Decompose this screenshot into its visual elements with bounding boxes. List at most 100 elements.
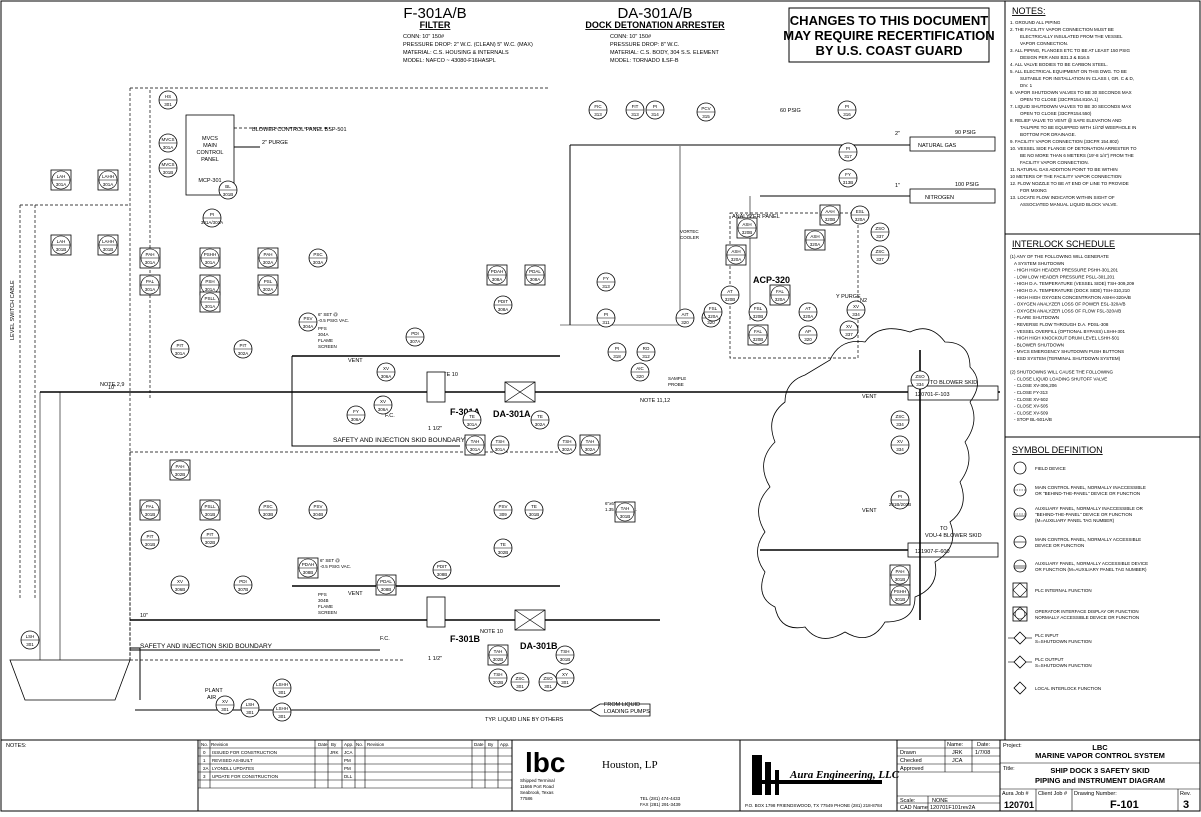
note-line: 5. ALL ELECTRICAL EQUIPMENT ON THIS DWG.… bbox=[1010, 69, 1127, 74]
instrument-tag: LSH bbox=[26, 634, 35, 639]
instrument-tag: XY bbox=[562, 672, 568, 677]
instrument-tag: XV bbox=[846, 324, 852, 329]
line-number: 120701-F-103 bbox=[915, 392, 950, 398]
instrument-tag: XV bbox=[380, 399, 386, 404]
instrument-tag: PI bbox=[615, 346, 619, 351]
instrument-tag: AT bbox=[805, 306, 811, 311]
instrument-tag: FY bbox=[603, 276, 609, 281]
note-line: SUITABLE FOR INSTALLATION IN CLASS I, GR… bbox=[1020, 76, 1134, 81]
instrument-number: 308A bbox=[530, 277, 541, 282]
instrument-number: 308B bbox=[303, 570, 314, 575]
set-label: -0.5 PSIG VAC. bbox=[318, 318, 349, 323]
skid-boundary-a bbox=[291, 356, 460, 447]
note-line: DESIGN PER ANSI B31.3 & B16.5 bbox=[1020, 55, 1090, 60]
instrument-tag: PSHH bbox=[204, 252, 217, 257]
instrument-tag: ZSC bbox=[516, 676, 526, 681]
engineer-logo: Aura Engineering, LLC bbox=[752, 755, 900, 795]
line-number: 121907-F-600 bbox=[915, 549, 950, 555]
instrument-number: 301A bbox=[175, 351, 186, 356]
interlock-line: - CLOSE XV-505 bbox=[1014, 404, 1049, 409]
mvcs-label: CONTROL bbox=[197, 150, 224, 156]
instrument-number: 313 bbox=[631, 112, 639, 117]
rev-no: 3 bbox=[203, 774, 206, 779]
rev-header: App. bbox=[500, 742, 509, 747]
instrument-tag: FAL bbox=[776, 289, 785, 294]
instrument-number: 320B bbox=[753, 314, 764, 319]
instrument-number: 307A bbox=[410, 339, 421, 344]
flame-label: SCREEN bbox=[318, 610, 337, 615]
interlock-line: - STOP BL-501A/B bbox=[1014, 417, 1052, 422]
title-line: SHIP DOCK 3 SAFETY SKID bbox=[1050, 766, 1150, 775]
drawing-label: Drawing Number: bbox=[1074, 791, 1117, 797]
rev-text: ISSUED FOR CONSTRUCTION bbox=[212, 750, 277, 755]
n2-label: N2 bbox=[860, 298, 867, 304]
vessel-tank bbox=[9, 659, 131, 701]
symbols-title: SYMBOL DEFINITION bbox=[1012, 445, 1103, 455]
instrument-number: 301 bbox=[561, 680, 569, 685]
instrument-number: 301A bbox=[470, 447, 481, 452]
tb-notes-label: NOTES: bbox=[6, 743, 27, 749]
instrument-tag: TAH bbox=[621, 506, 630, 511]
instrument-number: 320 bbox=[707, 320, 715, 325]
note-label: NOTE 2,9 bbox=[100, 382, 124, 388]
symbol-circle-line-icon bbox=[1013, 535, 1027, 549]
interlock-line: - FLARE SHUTDOWN bbox=[1014, 315, 1059, 320]
note-line: ASSOCIATED MANUAL LIQUID BLOCK VALVE. bbox=[1020, 202, 1118, 207]
project-block: Project: LBC MARINE VAPOR CONTROL SYSTEM… bbox=[1000, 743, 1200, 811]
note-line: 13. LOCATE FLOW INDICATOR WITHIN SIGHT O… bbox=[1010, 195, 1115, 200]
instrument-tag: PAH bbox=[264, 252, 273, 257]
instrument-tag: PDI bbox=[239, 579, 247, 584]
mcp-label: MCP-301 bbox=[198, 178, 221, 184]
checked-by: JCA bbox=[952, 758, 963, 764]
instrument-number: 320A bbox=[810, 242, 821, 247]
instrument-tag: PSHH bbox=[894, 589, 907, 594]
psig-label: 100 PSIG bbox=[955, 182, 979, 188]
blower-panel-label: BLOWER CONTROL PANEL BSP-501 bbox=[252, 127, 347, 133]
instrument-number: 306B bbox=[175, 587, 186, 592]
instrument-tag: AP bbox=[805, 329, 811, 334]
fc-label: F.C. bbox=[380, 636, 390, 642]
interlock-line: - OXYGEN ANALYZER LOSS OF FLOW FSL-320A/… bbox=[1014, 308, 1121, 313]
rev-no: 1 bbox=[203, 758, 206, 763]
note-line: BOTTOM FOR DRAINAGE. bbox=[1020, 132, 1076, 137]
interlock-line: - HIGH D.A. TEMPERATURE (VESSEL SIDE) TS… bbox=[1014, 281, 1135, 286]
rev-no: 0 bbox=[203, 750, 206, 755]
acp-label: ACP-320 bbox=[753, 275, 790, 285]
checked-label: Checked bbox=[900, 758, 922, 764]
instrument-number: 301 bbox=[246, 710, 254, 715]
interlock-line: - CLOSE XV-502 bbox=[1014, 397, 1049, 402]
interlock-line: - BLOWER SHUTDOWN bbox=[1014, 342, 1064, 347]
symbol-square-circle-icon bbox=[1012, 606, 1028, 622]
instrument-number: 307B bbox=[238, 587, 249, 592]
approved-label: Approved bbox=[900, 766, 924, 772]
symbol-desc: AUXILIARY PANEL, NORMALLY INACCESSIBLE O… bbox=[1035, 506, 1144, 511]
instrument-number: 302A bbox=[585, 447, 596, 452]
symbol-plc-in-icon bbox=[1008, 631, 1032, 645]
engineer-name: Aura Engineering, LLC bbox=[789, 769, 900, 781]
instrument-number: 302A bbox=[263, 287, 274, 292]
instrument-tag: HS bbox=[165, 94, 171, 99]
